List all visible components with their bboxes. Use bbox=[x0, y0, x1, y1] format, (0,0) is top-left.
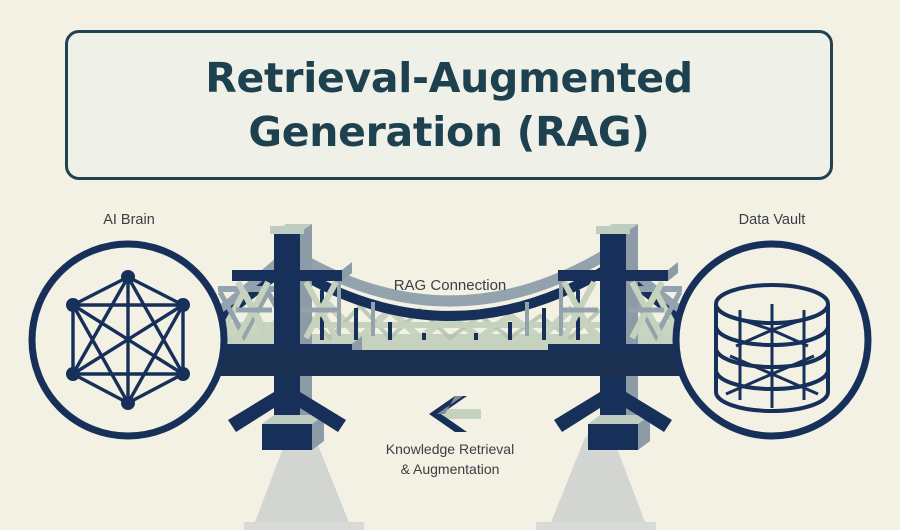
data-vault-node bbox=[672, 240, 872, 440]
label-knowledge-retrieval: Knowledge Retrieval & Augmentation bbox=[385, 441, 515, 477]
label-data-vault: Data Vault bbox=[738, 212, 806, 228]
database-cylinder-icon bbox=[714, 283, 830, 413]
network-nodes bbox=[66, 270, 190, 410]
bridge-tower-right bbox=[548, 224, 688, 450]
label-rag-connection: RAG Connection bbox=[393, 277, 507, 294]
label-ai-brain: AI Brain bbox=[103, 212, 155, 228]
leftward-flow-arrow-icon bbox=[429, 396, 481, 432]
background-mountains bbox=[244, 414, 656, 530]
bridge-tower-left bbox=[222, 224, 362, 450]
title-card: Retrieval-Augmented Generation (RAG) bbox=[65, 30, 833, 180]
page-title: Retrieval-Augmented Generation (RAG) bbox=[205, 53, 693, 156]
ai-brain-node bbox=[28, 240, 228, 440]
